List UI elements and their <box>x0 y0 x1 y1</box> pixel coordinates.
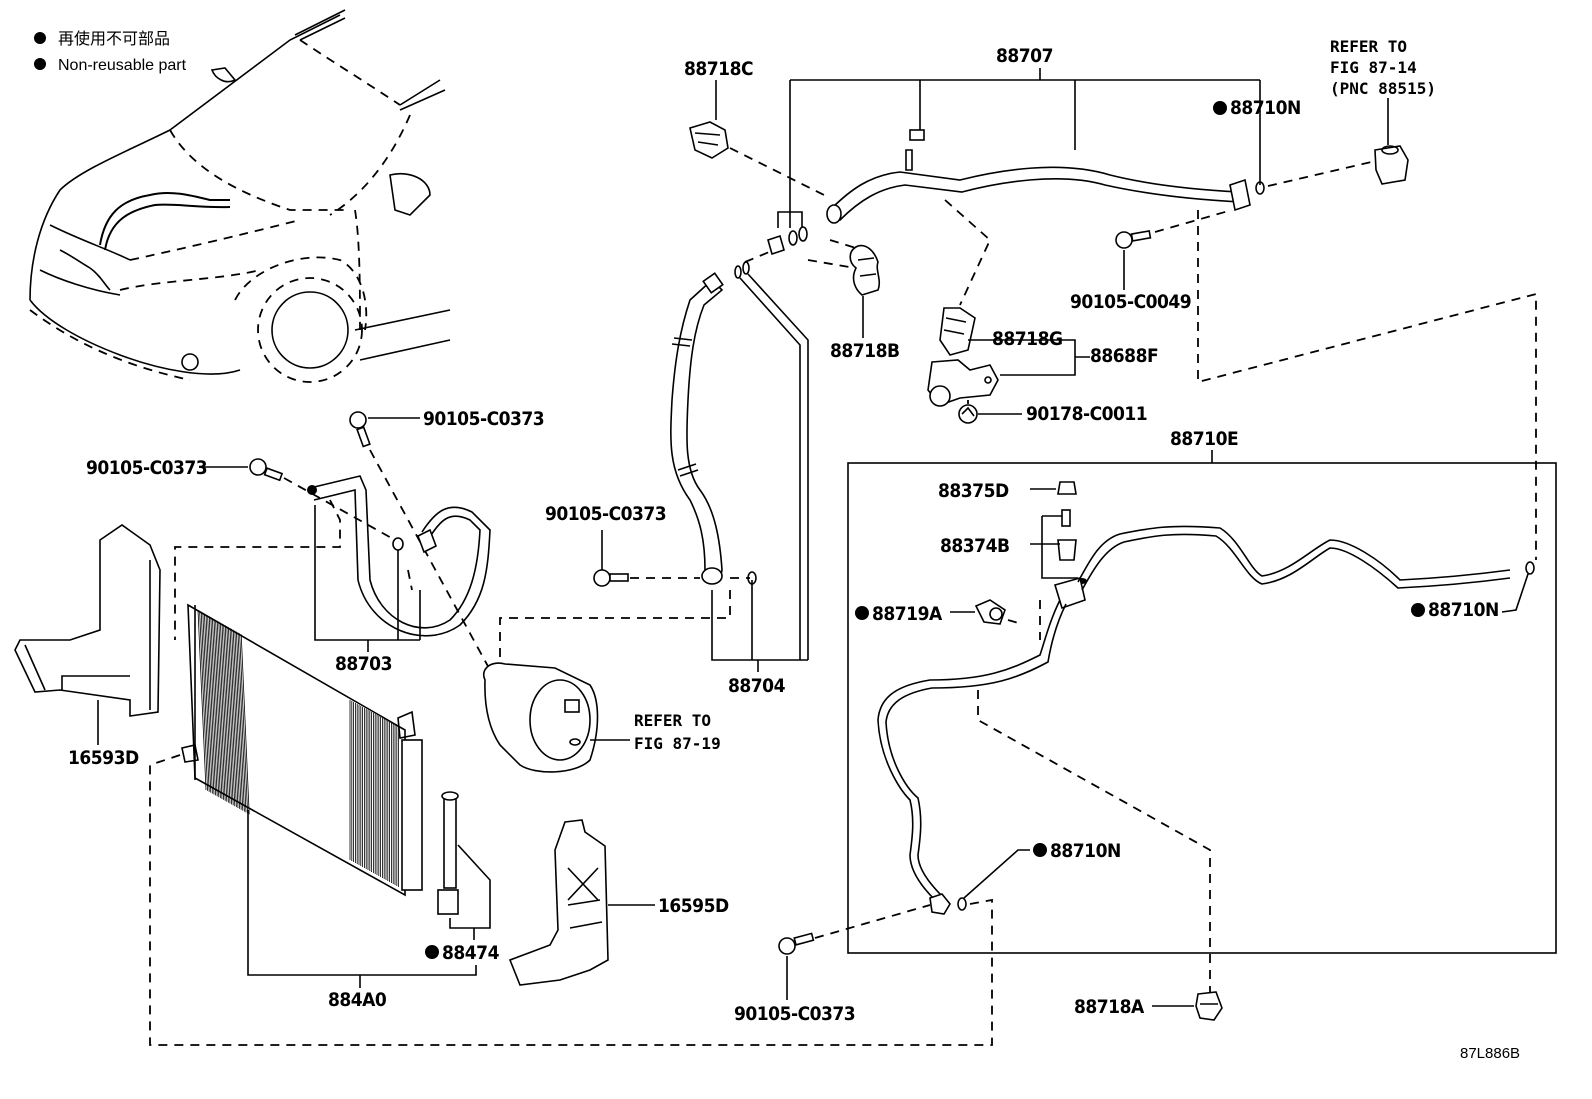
condenser-fin-line <box>215 619 224 800</box>
part-88707-suction-pipe[interactable] <box>826 129 1251 224</box>
bolt-90105-C0373-mid[interactable] <box>593 569 629 587</box>
label-88710N-right: 88710N <box>1428 599 1499 621</box>
label-88718B: 88718B <box>830 340 900 362</box>
condenser-fin-line <box>213 618 223 800</box>
part-88375D-cap[interactable] <box>1057 481 1077 495</box>
label-90105-C0049: 90105-C0049 <box>1070 291 1191 313</box>
non-reusable-marker-icon <box>1213 101 1227 115</box>
condenser-fin-line <box>205 614 215 795</box>
o-ring-88710N-top[interactable] <box>1255 181 1265 195</box>
condenser-fin-line <box>216 620 226 801</box>
refer-fig-87-14-line2: FIG 87-14 <box>1330 58 1417 77</box>
label-88375D: 88375D <box>938 480 1009 502</box>
label-90105-C0373-left: 90105-C0373 <box>86 457 207 479</box>
condenser-fin-line <box>234 630 244 811</box>
label-88374B: 88374B <box>940 535 1010 557</box>
bolt-90105-C0373-top[interactable] <box>349 411 371 448</box>
part-88710E-liquid-pipe[interactable] <box>877 525 1511 915</box>
condenser-fin-line <box>232 629 242 810</box>
label-16593D: 16593D <box>68 747 139 769</box>
label-88710N-top: 88710N <box>1230 97 1301 119</box>
non-reusable-marker-icon <box>425 945 439 959</box>
condenser-fin-line <box>200 611 210 792</box>
o-ring-88710N-right[interactable] <box>1525 561 1535 575</box>
label-90105-C0373-top: 90105-C0373 <box>423 408 544 430</box>
condenser-fin-line <box>223 624 232 805</box>
label-88710E: 88710E <box>1170 428 1238 450</box>
condenser-fin-line <box>220 622 229 803</box>
part-88704-discharge-hose[interactable] <box>670 261 809 660</box>
non-reusable-marker-icon <box>34 32 46 44</box>
legend-english: Non-reusable part <box>58 57 187 74</box>
condenser-fin-line <box>221 623 231 804</box>
non-reusable-marker-icon <box>34 58 46 70</box>
o-ring-88710N-bottom[interactable] <box>957 897 967 911</box>
condenser-fin-line <box>237 632 247 813</box>
part-88718A-clamp[interactable] <box>1195 991 1223 1021</box>
part-88718G-clamp[interactable] <box>939 307 976 356</box>
label-88710N-bottom: 88710N <box>1050 840 1121 862</box>
part-88703-hose[interactable] <box>307 475 491 637</box>
condenser-fin-line <box>204 613 213 794</box>
part-88515-expansion-valve-ref[interactable] <box>1374 145 1409 185</box>
condenser-fin-line <box>208 616 218 797</box>
bolt-90105-C0373-left[interactable] <box>249 458 284 482</box>
label-16595D: 16595D <box>658 895 729 917</box>
label-90105-C0373-bottom: 90105-C0373 <box>734 1003 855 1025</box>
label-88718C: 88718C <box>684 58 753 80</box>
label-88718G: 88718G <box>992 328 1063 350</box>
o-rings-88707 <box>767 226 808 256</box>
condenser-fin-line <box>202 612 212 793</box>
vehicle-outline-illustration <box>29 9 451 383</box>
refer-fig-87-19-line1: REFER TO <box>634 711 711 730</box>
part-88718B-clamp[interactable] <box>849 244 881 296</box>
condenser-fin-line <box>210 617 220 798</box>
label-88704: 88704 <box>728 675 786 697</box>
condenser-fin-line <box>239 633 248 814</box>
non-reusable-marker-icon <box>1411 603 1425 617</box>
label-88719A: 88719A <box>872 603 943 625</box>
condenser-fin-line <box>226 626 236 807</box>
condenser-fin-line <box>240 634 250 815</box>
part-16595D-air-guide[interactable] <box>508 819 609 986</box>
label-90105-C0373-mid: 90105-C0373 <box>545 503 666 525</box>
part-884A0-condenser[interactable] <box>181 603 423 897</box>
non-reusable-marker-icon <box>1033 843 1047 857</box>
label-88474: 88474 <box>442 942 500 964</box>
part-16593D-air-guide[interactable] <box>14 524 161 717</box>
refer-fig-87-19-line2: FIG 87-19 <box>634 734 721 753</box>
bolt-90105-C0049[interactable] <box>1115 229 1152 249</box>
part-88474-receiver-dryer[interactable] <box>437 791 459 915</box>
part-88688F-bracket[interactable] <box>927 359 999 407</box>
figure-id: 87L886B <box>1460 1045 1520 1062</box>
condenser-fin-line <box>229 627 239 809</box>
non-reusable-marker-icon <box>855 606 869 620</box>
condenser-fin-line <box>207 615 216 796</box>
label-90178-C0011: 90178-C0011 <box>1026 403 1147 425</box>
legend-japanese: 再使用不可部品 <box>58 30 170 48</box>
part-88718C-clamp[interactable] <box>689 121 729 159</box>
label-88703: 88703 <box>335 653 392 675</box>
condenser-fin-line <box>224 625 234 806</box>
label-88688F: 88688F <box>1090 345 1158 367</box>
condenser-fin-line <box>236 631 245 812</box>
refer-fig-87-14-line1: REFER TO <box>1330 37 1407 56</box>
assembly-box-88710E <box>847 462 1557 954</box>
legend: 再使用不可部品 Non-reusable part <box>34 30 187 74</box>
compressor-assembly-ref[interactable] <box>483 662 599 773</box>
label-88718A: 88718A <box>1074 996 1145 1018</box>
condenser-fin-line <box>231 628 240 809</box>
part-88719A-pressure-switch[interactable] <box>974 599 1006 625</box>
refer-fig-87-14-line3: (PNC 88515) <box>1330 79 1436 98</box>
condenser-fin-line <box>212 618 221 799</box>
label-88707: 88707 <box>996 45 1053 67</box>
condenser-fin-line <box>218 621 228 802</box>
bolt-90105-C0373-bottom[interactable] <box>778 932 815 955</box>
condenser-fin-line <box>199 610 208 791</box>
condenser-fin-line <box>197 609 207 791</box>
label-884A0: 884A0 <box>328 989 387 1011</box>
nut-90178-C0011[interactable] <box>958 404 978 424</box>
condenser-fin-line <box>228 627 237 808</box>
